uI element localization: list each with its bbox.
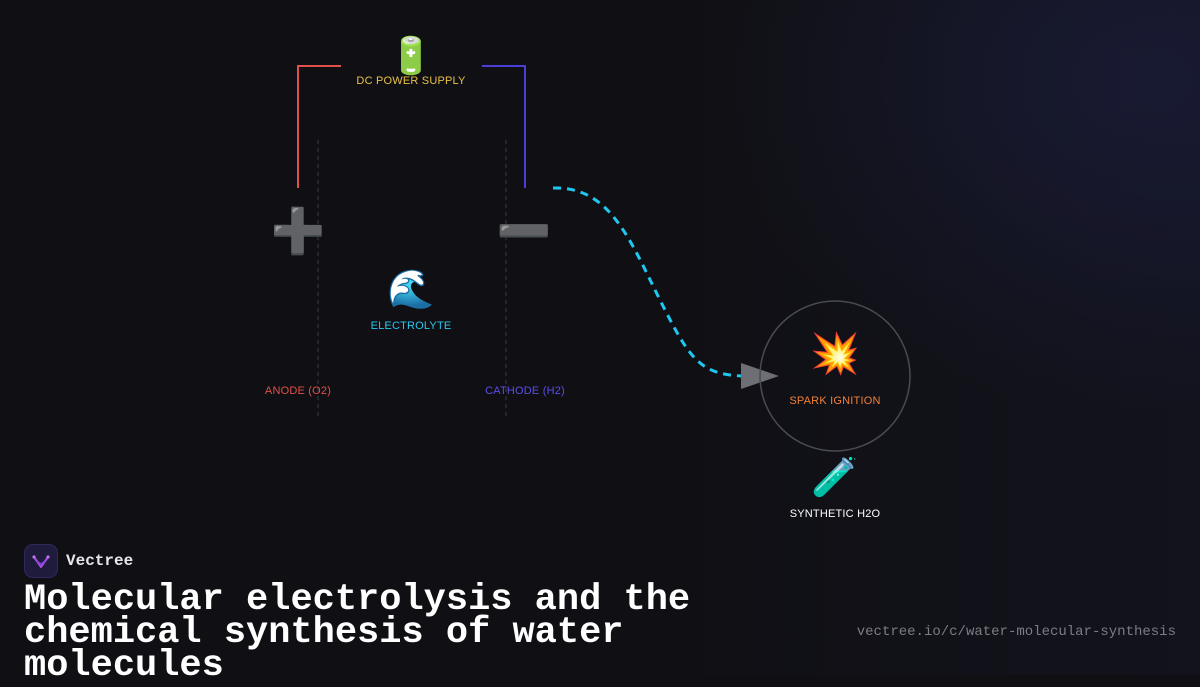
collision-icon: 💥 <box>810 331 860 377</box>
anode-label: ANODE (O2) <box>264 385 332 397</box>
power-supply-label: DC POWER SUPPLY <box>356 75 466 87</box>
source-url: vectree.io/c/water-molecular-synthesis <box>856 624 1176 640</box>
cathode-wire <box>482 65 526 188</box>
minus-icon: ➖ <box>496 206 552 257</box>
title-line-1: Molecular electrolysis and the <box>24 579 691 621</box>
brand-name: Vectree <box>66 552 134 570</box>
battery-icon: 🔋 <box>388 36 434 77</box>
synthetic-h2o-label: SYNTHETIC H2O <box>789 508 881 520</box>
spark-ignition-label: SPARK IGNITION <box>789 395 881 407</box>
test-tube-icon: 🧪 <box>811 455 859 499</box>
spark-chamber-circle <box>759 300 911 452</box>
water-wave-icon: 🌊 <box>387 267 435 311</box>
hydrogen-flow-path <box>552 186 743 378</box>
plus-icon: ➕ <box>270 206 326 257</box>
brand: Vectree <box>24 544 133 578</box>
diagram-lines <box>297 65 911 452</box>
electrolysis-diagram: 🔋 DC POWER SUPPLY ➕ ANODE (O2) ➖ CATHODE… <box>264 36 911 520</box>
title-line-2: chemical synthesis of water molecules <box>24 612 624 687</box>
page-title: Molecular electrolysis and the chemical … <box>24 579 844 687</box>
cathode-label: CATHODE (H2) <box>485 385 565 397</box>
vectree-logo-mark <box>32 555 50 568</box>
electrolyte-label: ELECTROLYTE <box>370 320 452 332</box>
vectree-logo-icon <box>24 544 58 578</box>
anode-wire <box>297 65 341 188</box>
